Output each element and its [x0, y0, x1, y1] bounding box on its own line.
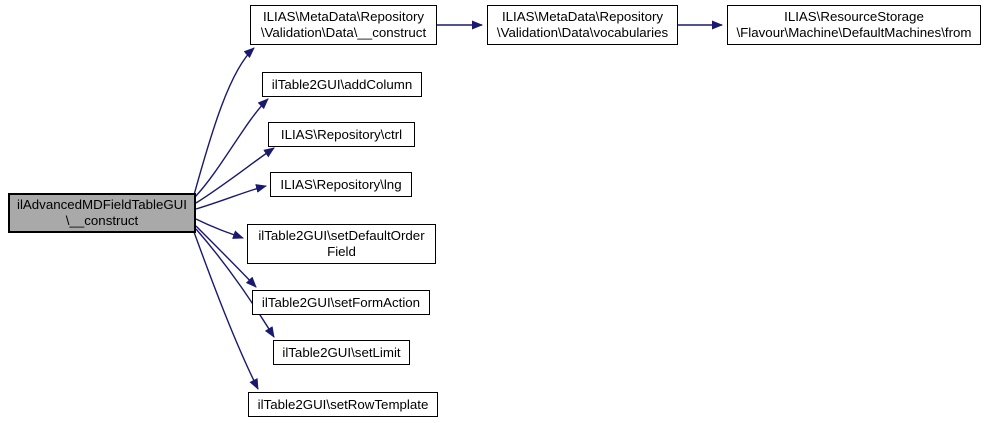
node-default-machines-from[interactable]: ILIAS\ResourceStorage \Flavour\Machine\D… [727, 5, 981, 45]
edge-root-to-set-default-order-field [195, 218, 244, 239]
node-label-line: ILIAS\Repository\lng [280, 176, 402, 192]
node-metadata-construct[interactable]: ILIAS\MetaData\Repository \Validation\Da… [250, 5, 437, 45]
node-label-line: ilTable2GUI\setFormAction [261, 294, 421, 310]
node-label-line: ilTable2GUI\addColumn [271, 76, 413, 92]
node-vocabularies[interactable]: ILIAS\MetaData\Repository \Validation\Da… [487, 5, 678, 45]
node-label-line: \__construct [65, 213, 139, 228]
node-set-limit[interactable]: ilTable2GUI\setLimit [273, 340, 410, 365]
edge-root-to-set-form-action [195, 225, 257, 288]
node-lng[interactable]: ILIAS\Repository\lng [270, 172, 412, 197]
edge-root-to-ctrl [195, 147, 275, 204]
node-label-line: Field [327, 244, 356, 259]
node-set-default-order-field[interactable]: ilTable2GUI\setDefaultOrder Field [247, 224, 436, 264]
node-label-line: ILIAS\ResourceStorage [784, 9, 924, 24]
node-set-form-action[interactable]: ilTable2GUI\setFormAction [252, 290, 430, 315]
edge-root-to-set-limit [195, 228, 275, 338]
node-label-line: ILIAS\MetaData\Repository [501, 9, 664, 24]
node-ctrl[interactable]: ILIAS\Repository\ctrl [268, 122, 415, 147]
node-root: ilAdvancedMDFieldTableGUI \__construct [8, 193, 196, 233]
node-add-column[interactable]: ilTable2GUI\addColumn [262, 72, 422, 97]
edge-root-to-metadata-construct [193, 47, 255, 196]
edge-root-to-lng [195, 184, 267, 210]
node-label-line: \Validation\Data\__construct [260, 25, 427, 40]
node-label-line: \Flavour\Machine\DefaultMachines\from [736, 25, 972, 40]
node-set-row-template[interactable]: ilTable2GUI\setRowTemplate [248, 392, 438, 417]
node-label-line: ilTable2GUI\setLimit [282, 344, 401, 360]
node-label-line: ILIAS\MetaData\Repository [262, 9, 425, 24]
node-label-line: \Validation\Data\vocabularies [496, 25, 669, 40]
node-label-line: ilTable2GUI\setRowTemplate [257, 396, 429, 412]
edge-root-to-add-column [194, 98, 269, 198]
node-label-line: ilAdvancedMDFieldTableGUI [17, 197, 187, 212]
edge-root-to-set-row-template [193, 231, 259, 390]
node-label-line: ILIAS\Repository\ctrl [280, 126, 403, 142]
node-label-line: ilTable2GUI\setDefaultOrder [258, 228, 425, 243]
